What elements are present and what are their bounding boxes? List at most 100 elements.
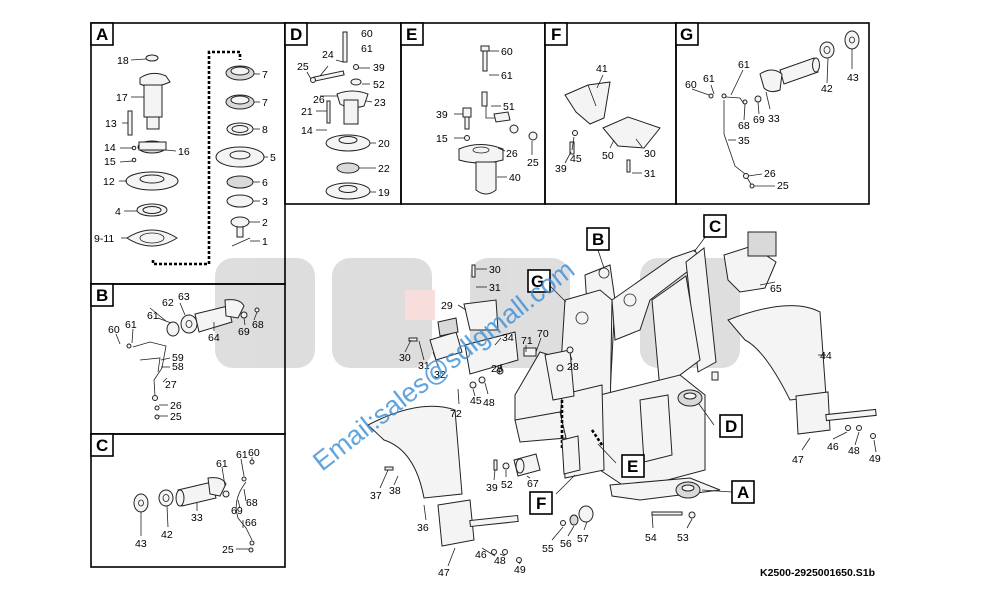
svg-text:B: B — [592, 230, 604, 249]
svg-text:67: 67 — [527, 478, 539, 490]
svg-text:G: G — [531, 272, 544, 291]
svg-text:41: 41 — [596, 63, 608, 75]
svg-text:42: 42 — [821, 83, 833, 95]
main-assembly-labels: 30 31 29 34 30 31 32 28 71 70 28 45 48 7… — [370, 264, 881, 579]
svg-text:47: 47 — [792, 454, 804, 466]
svg-text:48: 48 — [494, 555, 506, 567]
main-assembly-drawing — [367, 231, 877, 567]
svg-text:61: 61 — [501, 70, 513, 82]
svg-text:60: 60 — [108, 324, 120, 336]
svg-text:25: 25 — [222, 544, 234, 556]
svg-text:23: 23 — [374, 97, 386, 109]
svg-text:49: 49 — [514, 564, 526, 576]
svg-text:60: 60 — [501, 46, 513, 58]
svg-text:55: 55 — [542, 543, 554, 555]
svg-text:16: 16 — [178, 146, 190, 158]
svg-text:27: 27 — [165, 379, 177, 391]
callout-f: F — [529, 491, 553, 515]
svg-text:B: B — [96, 286, 108, 305]
callout-b: B — [586, 227, 610, 251]
svg-text:39: 39 — [373, 62, 385, 74]
panel-d-labels: 60 61 24 25 39 52 26 23 21 14 20 22 19 — [297, 28, 390, 199]
svg-text:40: 40 — [509, 172, 521, 184]
svg-text:E: E — [406, 25, 417, 44]
svg-text:31: 31 — [644, 168, 656, 180]
svg-text:36: 36 — [417, 522, 429, 534]
svg-text:26: 26 — [506, 148, 518, 160]
svg-text:50: 50 — [602, 150, 614, 162]
svg-text:71: 71 — [521, 335, 533, 347]
svg-text:14: 14 — [301, 125, 313, 137]
svg-text:39: 39 — [486, 482, 498, 494]
panel-tag-b: B — [90, 283, 114, 307]
panel-b-labels: 60 61 61 62 63 64 69 68 59 58 27 26 25 — [108, 291, 264, 423]
svg-text:59: 59 — [172, 352, 184, 364]
svg-text:62: 62 — [162, 297, 174, 309]
svg-text:51: 51 — [503, 101, 515, 113]
svg-text:61: 61 — [216, 458, 228, 470]
svg-text:53: 53 — [677, 532, 689, 544]
svg-text:28: 28 — [491, 363, 503, 375]
svg-text:68: 68 — [738, 120, 750, 132]
panel-a-drawing — [119, 50, 268, 266]
svg-text:61: 61 — [738, 59, 750, 71]
panel-f-labels: 41 45 39 50 30 31 — [555, 63, 656, 180]
svg-text:5: 5 — [270, 152, 276, 164]
svg-text:32: 32 — [434, 369, 446, 381]
svg-text:26: 26 — [313, 94, 325, 106]
svg-text:70: 70 — [537, 328, 549, 340]
svg-text:61: 61 — [703, 73, 715, 85]
callout-d: D — [719, 414, 743, 438]
svg-text:63: 63 — [178, 291, 190, 303]
svg-text:26: 26 — [170, 400, 182, 412]
svg-text:66: 66 — [245, 517, 257, 529]
svg-text:56: 56 — [560, 538, 572, 550]
panel-tag-c: C — [90, 433, 114, 457]
svg-text:25: 25 — [527, 157, 539, 169]
svg-text:12: 12 — [103, 176, 115, 188]
svg-text:15: 15 — [436, 133, 448, 145]
svg-text:25: 25 — [170, 411, 182, 423]
svg-text:60: 60 — [685, 79, 697, 91]
svg-text:33: 33 — [768, 113, 780, 125]
panel-g-drawing — [691, 30, 860, 189]
svg-text:43: 43 — [847, 72, 859, 84]
svg-text:54: 54 — [645, 532, 657, 544]
svg-text:49: 49 — [869, 453, 881, 465]
svg-text:52: 52 — [373, 79, 385, 91]
svg-text:60: 60 — [361, 28, 373, 40]
svg-text:G: G — [680, 25, 693, 44]
svg-text:F: F — [536, 494, 546, 513]
svg-text:F: F — [551, 25, 561, 44]
panel-a-labels: 18 17 13 14 15 16 12 4 9-11 7 7 8 5 6 3 … — [94, 55, 276, 248]
svg-text:69: 69 — [238, 326, 250, 338]
callout-g: G — [527, 269, 551, 293]
svg-text:37: 37 — [370, 490, 382, 502]
svg-text:44: 44 — [820, 350, 832, 362]
svg-text:9-11: 9-11 — [94, 233, 114, 245]
svg-text:A: A — [96, 25, 108, 44]
svg-text:61: 61 — [125, 319, 137, 331]
svg-text:39: 39 — [555, 163, 567, 175]
svg-text:34: 34 — [502, 332, 514, 344]
svg-text:D: D — [290, 25, 302, 44]
svg-text:17: 17 — [116, 92, 128, 104]
svg-text:46: 46 — [827, 441, 839, 453]
panel-tag-f: F — [544, 22, 568, 46]
svg-text:19: 19 — [378, 187, 390, 199]
svg-text:72: 72 — [450, 408, 462, 420]
panel-b-drawing — [115, 299, 260, 420]
svg-text:4: 4 — [115, 206, 121, 218]
svg-text:20: 20 — [378, 138, 390, 150]
svg-text:69: 69 — [231, 505, 243, 517]
panel-e-labels: 60 61 51 39 15 26 25 40 — [436, 46, 539, 184]
callout-a: A — [731, 480, 755, 504]
svg-text:58: 58 — [172, 361, 184, 373]
panel-e-frame — [400, 22, 546, 205]
svg-text:13: 13 — [105, 118, 117, 130]
svg-text:18: 18 — [117, 55, 129, 67]
svg-text:1: 1 — [262, 236, 268, 248]
panel-c-labels: 43 42 33 61 61 60 68 69 66 25 — [135, 447, 260, 556]
svg-text:42: 42 — [161, 529, 173, 541]
